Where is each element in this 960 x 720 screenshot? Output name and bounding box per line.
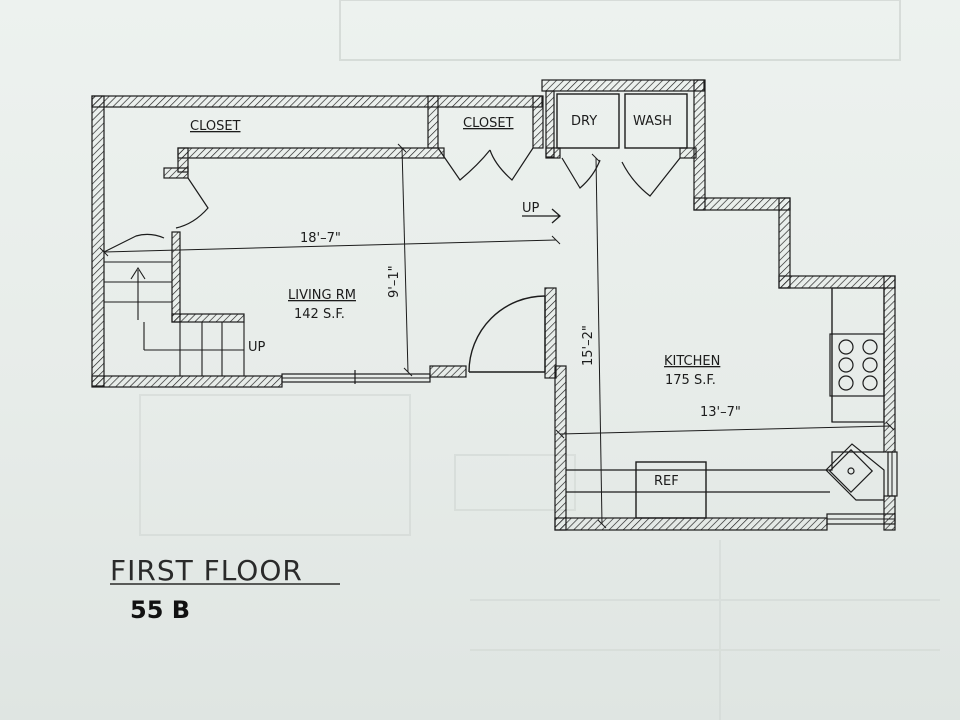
closet-doors: [103, 147, 681, 253]
bleed-through: [139, 0, 940, 720]
exterior-walls: [91, 79, 898, 531]
sheet-title: FIRST FLOOR: [110, 554, 303, 587]
dimension-lines: [99, 143, 895, 529]
sink: [825, 443, 885, 501]
living-depth-dimension: 9'–1": [387, 265, 402, 298]
kitchen-label: KITCHEN: [664, 354, 720, 369]
entry-door: [468, 295, 546, 373]
kitchen-counters: [566, 287, 885, 493]
refrigerator-label: REF: [654, 474, 679, 489]
kitchen-area: 175 S.F.: [665, 373, 716, 388]
hall-up-label: UP: [522, 201, 540, 216]
closet-left-label: CLOSET: [190, 119, 241, 134]
living-width-dimension: 18'–7": [300, 231, 341, 246]
stairs-up-label: UP: [248, 340, 266, 355]
closet-mid-label: CLOSET: [463, 116, 514, 131]
stairs: [104, 261, 245, 376]
living-room-area: 142 S.F.: [294, 307, 345, 322]
hall-up-arrowhead: [551, 208, 561, 224]
dryer-label: DRY: [571, 114, 597, 129]
living-room-label: LIVING RM: [288, 288, 356, 303]
range: [829, 333, 885, 397]
interior-walls: [163, 90, 697, 323]
kitchen-depth-dimension: 15'–2": [581, 325, 596, 366]
unit-number-handwritten: 55 B: [130, 596, 190, 624]
washer-label: WASH: [633, 114, 672, 129]
refrigerator: [635, 461, 707, 519]
kitchen-width-dimension: 13'–7": [700, 405, 741, 420]
laundry-appliances: [556, 93, 688, 149]
